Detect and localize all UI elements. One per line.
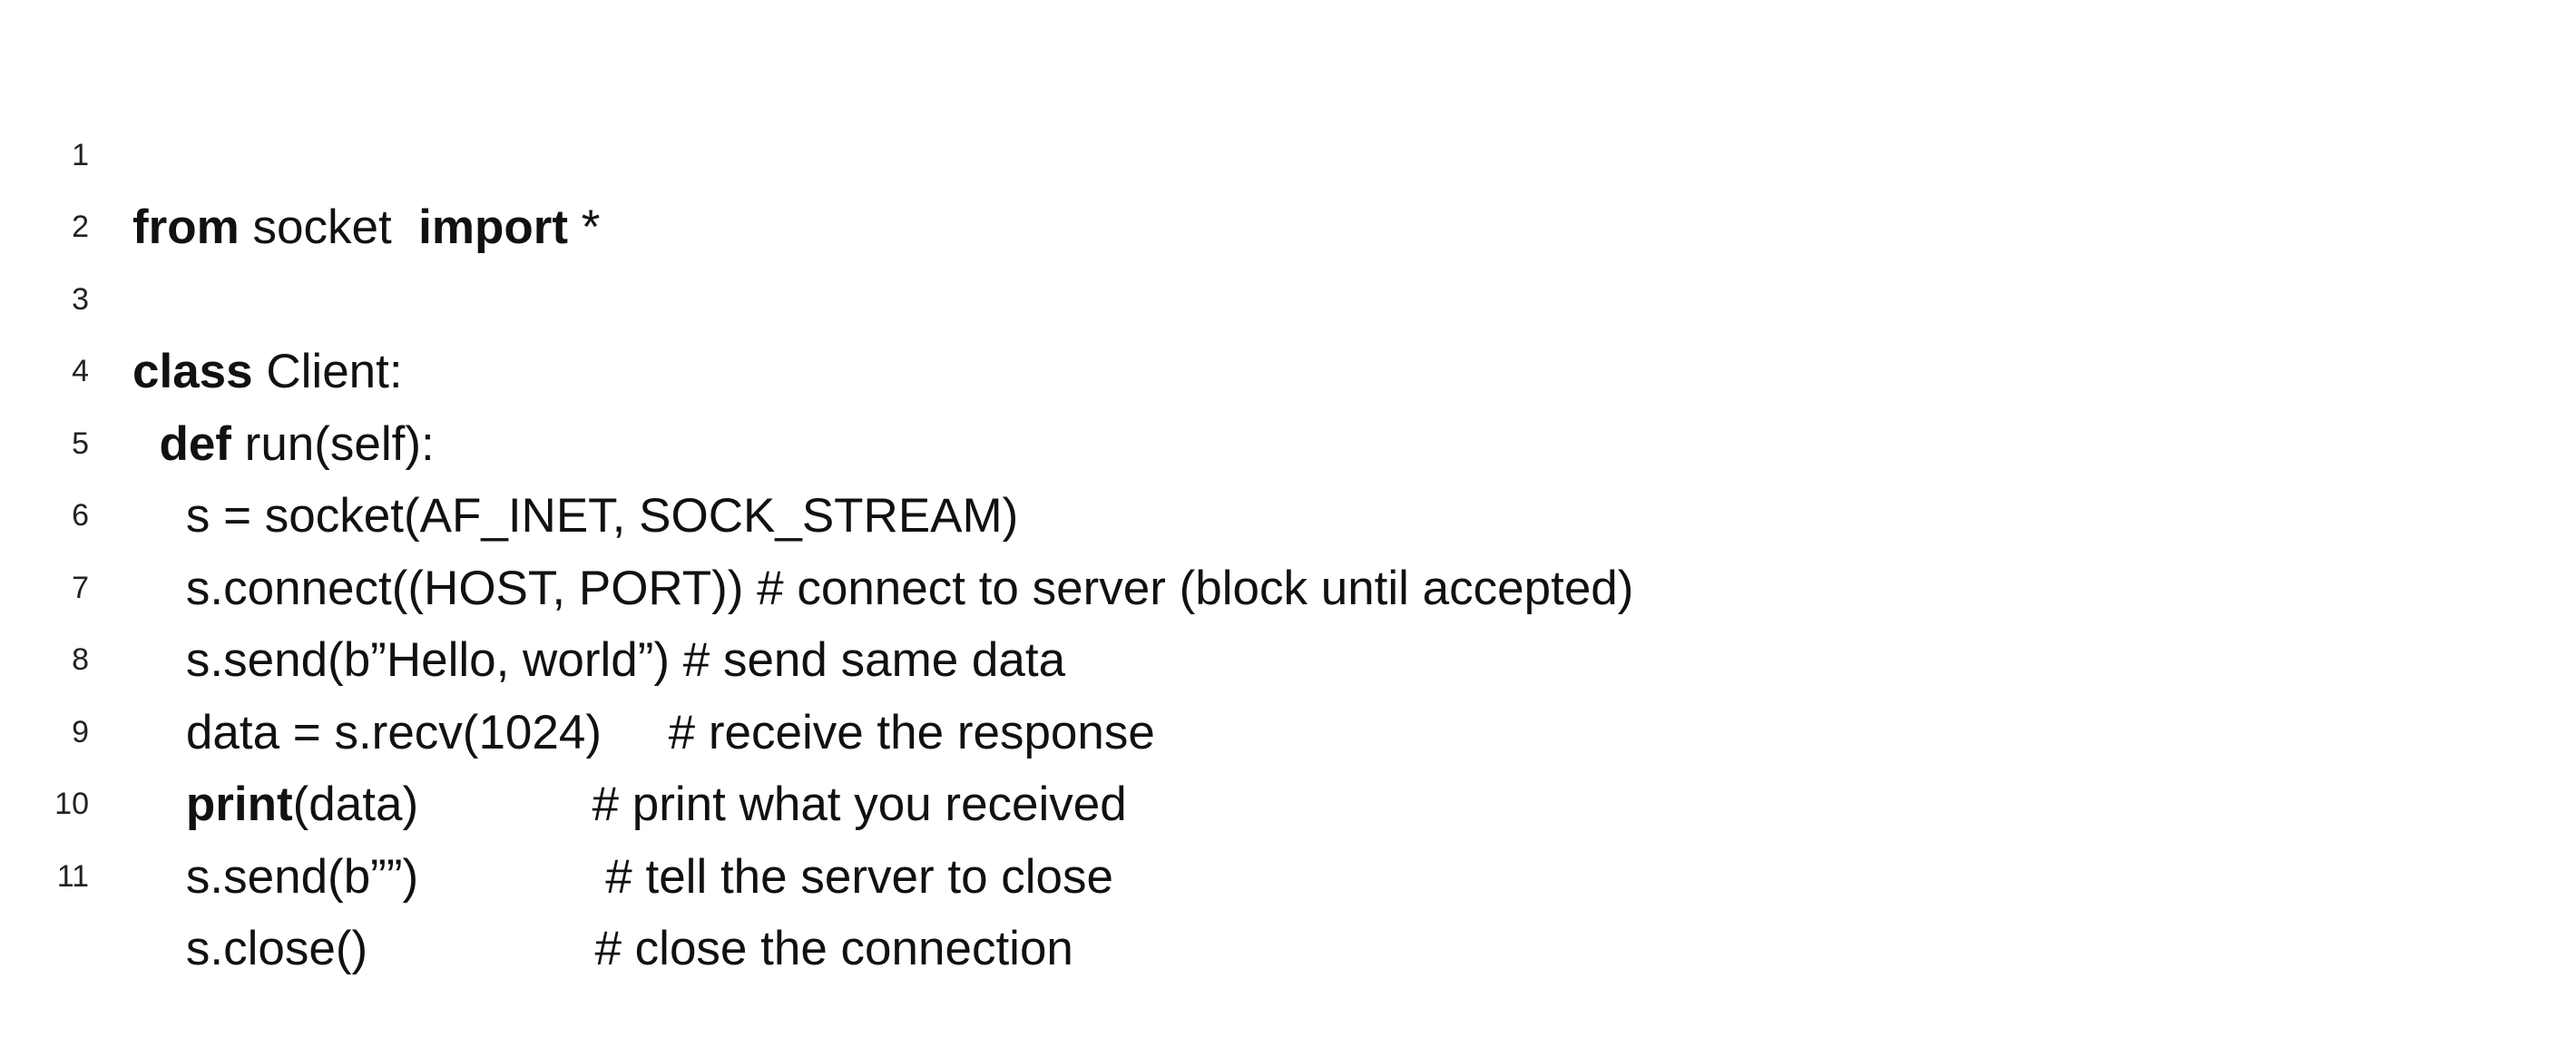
line-number: 6 xyxy=(72,498,89,533)
code-fragment: Client: xyxy=(252,345,403,398)
code-fragment: s.close() # close the connection xyxy=(185,922,1073,975)
line-number: 11 xyxy=(56,858,89,894)
code-line: 1 from socket import * xyxy=(0,47,2576,255)
code-line: 5 s = socket(AF_INET, SOCK_STREAM) xyxy=(0,336,2576,543)
code-fragment: s = socket(AF_INET, SOCK_STREAM) xyxy=(185,489,1019,543)
keyword: print xyxy=(185,778,293,831)
keyword: class xyxy=(132,345,253,398)
line-number: 1 xyxy=(72,137,89,172)
code-text: print(data) # print what you received xyxy=(132,768,1127,841)
code-text: data = s.recv(1024) # receive the respon… xyxy=(132,697,1155,769)
indent xyxy=(132,922,186,975)
code-text: s.send(b”Hello, world”) # send same data xyxy=(132,624,1065,697)
code-fragment: (data) # print what you received xyxy=(292,778,1127,831)
line-number: 4 xyxy=(72,354,89,388)
code-fragment: s.send(b””) # tell the server to close xyxy=(185,849,1113,904)
code-line: 2 xyxy=(0,120,2576,244)
code-fragment: s.send(b”Hello, world”) # send same data xyxy=(185,633,1066,687)
code-fragment: s.connect((HOST, PORT)) # connect to ser… xyxy=(185,561,1634,615)
keyword: import xyxy=(418,201,569,254)
keyword: from xyxy=(132,201,240,254)
code-fragment: data = s.recv(1024) # receive the respon… xyxy=(185,705,1155,759)
indent xyxy=(132,850,186,904)
code-fragment: socket xyxy=(239,201,419,254)
code-line: 9 print(data) # print what you received xyxy=(0,624,2576,832)
code-listing: 1 from socket import * 2 3 class Client:… xyxy=(0,47,2576,976)
code-line: 7 s.send(b”Hello, world”) # send same da… xyxy=(0,480,2576,688)
line-number: 5 xyxy=(72,426,89,461)
code-fragment: run(self): xyxy=(230,416,435,471)
code-text: s.connect((HOST, PORT)) # connect to ser… xyxy=(132,553,1634,625)
code-line: 10 s.send(b””) # tell the server to clos… xyxy=(0,697,2576,904)
line-number: 2 xyxy=(72,210,89,244)
code-line: 11 s.close() # close the connection xyxy=(0,768,2576,976)
code-text: s.close() # close the connection xyxy=(132,913,1073,985)
code-line: 3 class Client: xyxy=(0,191,2576,399)
line-number: 8 xyxy=(72,642,89,677)
code-text: s = socket(AF_INET, SOCK_STREAM) xyxy=(132,480,1018,553)
keyword: def xyxy=(159,416,231,471)
line-number: 3 xyxy=(72,281,89,317)
line-number: 7 xyxy=(72,570,89,605)
code-text: s.send(b””) # tell the server to close xyxy=(132,841,1113,914)
code-text: def run(self): xyxy=(132,408,435,481)
code-text: from socket import * xyxy=(132,191,600,264)
code-line: 4 def run(self): xyxy=(0,264,2576,471)
line-number: 10 xyxy=(54,787,89,821)
code-fragment: * xyxy=(568,201,601,254)
code-line: 6 s.connect((HOST, PORT)) # connect to s… xyxy=(0,408,2576,615)
line-number: 9 xyxy=(72,714,89,749)
code-text: class Client: xyxy=(132,336,403,408)
code-line: 8 data = s.recv(1024) # receive the resp… xyxy=(0,553,2576,759)
